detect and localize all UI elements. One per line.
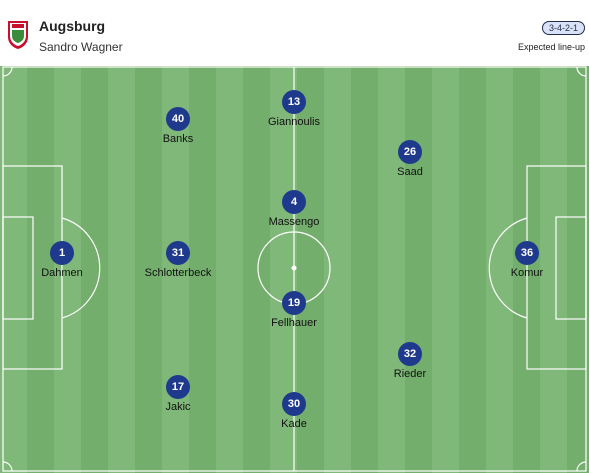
player-name: Kade [281, 418, 307, 430]
player-name: Komur [510, 267, 544, 279]
coach-name: Sandro Wagner [39, 40, 123, 54]
player-number: 32 [398, 342, 422, 366]
player-number: 1 [50, 241, 74, 265]
pitch: 40 Banks 13 Giannoulis 26 Saad 4 Masseng… [0, 66, 589, 473]
player-saad[interactable]: 26 Saad [360, 140, 460, 178]
player-jakic[interactable]: 17 Jakic [128, 375, 228, 413]
player-number: 4 [282, 190, 306, 214]
player-rieder[interactable]: 32 Rieder [360, 342, 460, 380]
team-header: Augsburg Sandro Wagner 3-4-2-1 Expected … [0, 0, 589, 64]
player-kade[interactable]: 30 Kade [244, 392, 344, 430]
player-name: Saad [397, 166, 423, 178]
player-number: 36 [515, 241, 539, 265]
player-name: Dahmen [41, 267, 83, 279]
formation-badge: 3-4-2-1 [541, 21, 585, 35]
team-name: Augsburg [39, 18, 106, 34]
player-komur[interactable]: 36 Komur [477, 241, 577, 279]
player-name: Giannoulis [268, 116, 320, 128]
player-number: 13 [282, 90, 306, 114]
player-number: 26 [398, 140, 422, 164]
player-fellhauer[interactable]: 19 Fellhauer [244, 291, 344, 329]
player-giannoulis[interactable]: 13 Giannoulis [244, 90, 344, 128]
player-number: 19 [282, 291, 306, 315]
player-number: 30 [282, 392, 306, 416]
player-banks[interactable]: 40 Banks [128, 107, 228, 145]
player-number: 17 [166, 375, 190, 399]
player-name: Schlotterbeck [144, 267, 212, 279]
player-name: Fellhauer [271, 317, 317, 329]
player-name: Massengo [268, 216, 320, 228]
player-schlotterbeck[interactable]: 31 Schlotterbeck [128, 241, 228, 279]
player-name: Rieder [393, 368, 427, 380]
player-name: Jakic [165, 401, 191, 413]
team-crest-icon [8, 21, 28, 49]
player-number: 40 [166, 107, 190, 131]
player-name: Banks [162, 133, 194, 145]
player-dahmen[interactable]: 1 Dahmen [12, 241, 112, 279]
expected-lineup-label: Expected line-up [517, 42, 585, 52]
player-number: 31 [166, 241, 190, 265]
player-massengo[interactable]: 4 Massengo [244, 190, 344, 228]
